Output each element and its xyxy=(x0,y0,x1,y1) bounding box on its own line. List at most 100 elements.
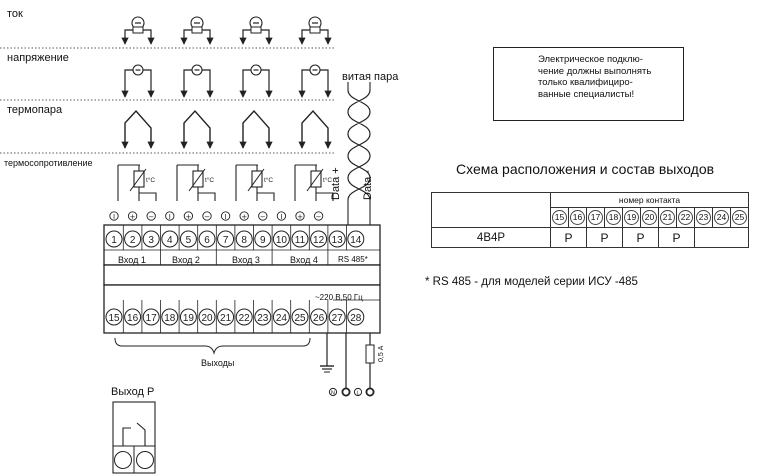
label-output-p: Выход Р xyxy=(111,386,155,398)
terminal-number: 12 xyxy=(313,235,325,246)
contact-circle: 25 xyxy=(732,210,747,225)
terminal-circle xyxy=(124,308,142,326)
tc-label: t°C xyxy=(146,176,155,184)
arrow-icon xyxy=(206,37,214,45)
terminal-circle xyxy=(105,230,123,248)
terminal-circle xyxy=(254,308,272,326)
contact-number: 20 xyxy=(640,207,659,228)
arrow-icon xyxy=(324,90,332,98)
terminal-number: 1 xyxy=(111,235,117,246)
thermocouple-icon xyxy=(242,109,270,148)
resistor-icon xyxy=(309,26,321,34)
polarity-mark-icon xyxy=(276,211,287,221)
terminal-number: 5 xyxy=(186,235,192,246)
table-corner xyxy=(431,192,551,228)
thermoresistor-wire xyxy=(139,192,157,201)
terminal-circle xyxy=(179,230,197,248)
warning-box xyxy=(493,47,684,121)
relay-terminal-circle xyxy=(136,451,154,469)
arrow-icon xyxy=(180,141,188,149)
thermoresistor-slash xyxy=(247,168,265,192)
polarity-mark: + xyxy=(130,213,136,221)
arrow-icon xyxy=(147,90,155,98)
terminal-number: 28 xyxy=(350,313,362,324)
fuse-icon xyxy=(365,344,375,364)
polarity-mark-icon xyxy=(202,211,212,221)
label-voltage: напряжение xyxy=(7,52,69,64)
contact-number: 22 xyxy=(676,207,695,228)
tc-label: t°C xyxy=(264,176,273,184)
polarity-mark: − xyxy=(204,213,210,221)
arrow-icon xyxy=(239,90,247,98)
contact-circle: 22 xyxy=(678,210,693,225)
terminal-circle xyxy=(328,308,346,326)
arrow-icon xyxy=(298,141,306,149)
contact-number: 18 xyxy=(604,207,623,228)
polarity-mark-icon xyxy=(220,211,231,221)
terminal-circle xyxy=(328,230,346,248)
contact-number: 24 xyxy=(712,207,731,228)
polarity-mark-icon xyxy=(295,211,305,221)
thermocouple-icon xyxy=(124,109,152,148)
terminal-number: 8 xyxy=(241,235,247,246)
arrow-icon xyxy=(121,90,129,98)
terminal-circle xyxy=(161,308,179,326)
terminal-circle xyxy=(235,308,253,326)
outputs-brace xyxy=(114,337,311,355)
terminal-number: 19 xyxy=(183,313,195,324)
arrow-icon xyxy=(147,37,155,45)
contact-circle: 20 xyxy=(642,210,657,225)
contact-circle: 15 xyxy=(552,210,567,225)
arrow-icon xyxy=(265,90,273,98)
polarity-mark: − xyxy=(148,213,154,221)
polarity-mark: + xyxy=(241,213,247,221)
label-input-1: Вход 1 xyxy=(118,255,146,265)
terminal-number: 10 xyxy=(276,235,288,246)
terminal-number: 6 xyxy=(204,235,210,246)
label-input-2: Вход 2 xyxy=(172,255,200,265)
contact-number: 19 xyxy=(622,207,641,228)
thermoresistor-wire xyxy=(316,192,334,201)
arrow-icon xyxy=(180,37,188,45)
l-label: L xyxy=(356,391,359,397)
arrow-icon xyxy=(206,141,214,149)
terminal-number: 2 xyxy=(130,235,136,246)
terminal-circle xyxy=(179,308,197,326)
polarity-mark: + xyxy=(297,213,303,221)
terminal-circle xyxy=(310,308,328,326)
contact-header: номер контакта xyxy=(550,192,749,208)
output-cell-3: Р xyxy=(622,227,659,248)
n-terminal-icon xyxy=(328,387,338,397)
tc-label: t°C xyxy=(205,176,214,184)
relay-contact-icon xyxy=(122,422,146,446)
tc-label: t°C xyxy=(323,176,332,184)
terminal-block-middle xyxy=(103,264,381,286)
terminal-circle xyxy=(347,308,365,326)
contact-number: 23 xyxy=(694,207,713,228)
contact-circle: 21 xyxy=(660,210,675,225)
arrow-icon xyxy=(147,141,155,149)
terminal-circle xyxy=(347,230,365,248)
footnote: * RS 485 - для моделей серии ИСУ -485 xyxy=(425,276,638,288)
label-data-minus: Data - xyxy=(362,170,374,200)
terminal-circle xyxy=(217,230,235,248)
contact-number: 25 xyxy=(730,207,749,228)
terminal-circle xyxy=(198,308,216,326)
label-power: ~220 В,50 Гц xyxy=(315,293,363,302)
twisted-pair-icon xyxy=(347,89,371,201)
thermocouple-icon xyxy=(301,109,329,148)
arrow-icon xyxy=(324,37,332,45)
arrow-icon xyxy=(180,90,188,98)
arrow-icon xyxy=(239,141,247,149)
thermocouple-icon xyxy=(183,109,211,148)
arrow-icon xyxy=(324,141,332,149)
polarity-mark-icon xyxy=(239,211,249,221)
contact-number: 16 xyxy=(568,207,587,228)
terminal-number: 11 xyxy=(295,235,306,246)
terminal-circle xyxy=(161,230,179,248)
terminal-circle xyxy=(254,230,272,248)
arrow-icon xyxy=(121,141,129,149)
output-cell-4: Р xyxy=(658,227,695,248)
